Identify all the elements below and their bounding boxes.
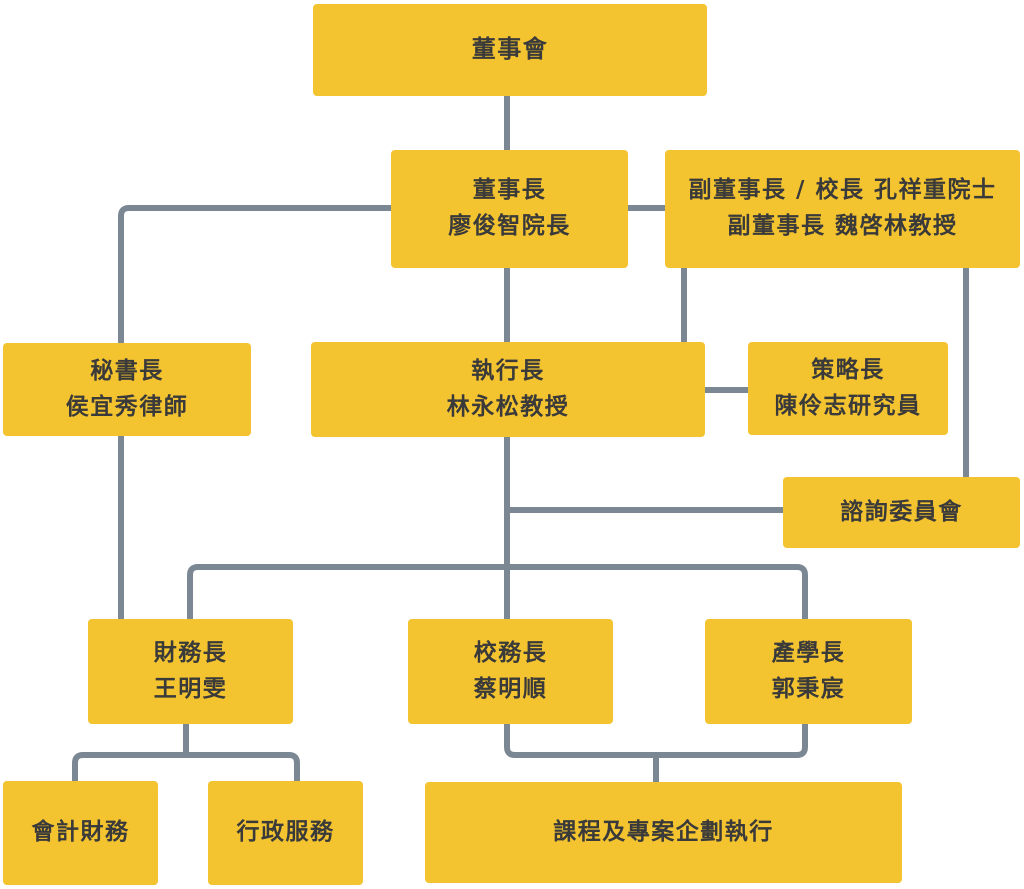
vice-chairman-line2: 副董事長 魏啓林教授 — [727, 213, 958, 239]
node-advisory-committee: 諮詢委員會 — [783, 477, 1020, 548]
node-vice-chairman: 副董事長 / 校長 孔祥重院士 副董事長 魏啓林教授 — [665, 150, 1020, 268]
board-label: 董事會 — [471, 35, 549, 64]
accounting-label: 會計財務 — [31, 819, 130, 846]
ceo-name: 林永松教授 — [446, 393, 570, 420]
node-cfo: 財務長 王明雯 — [88, 619, 293, 724]
node-secretary-general: 秘書長 侯宜秀律師 — [3, 343, 251, 436]
edge-distribution-bar — [187, 564, 808, 619]
cso-name: 陳伶志研究員 — [774, 392, 922, 419]
secretary-title: 秘書長 — [90, 357, 164, 384]
vice-chairman-line1: 副董事長 / 校長 孔祥重院士 — [688, 177, 997, 204]
advisory-label: 諮詢委員會 — [840, 498, 963, 525]
provost-name: 蔡明順 — [473, 675, 548, 702]
node-accounting-finance: 會計財務 — [3, 781, 158, 885]
chairman-name: 廖俊智院長 — [448, 213, 571, 239]
admin-services-label: 行政服務 — [236, 819, 335, 846]
edge-chairman-secretary — [118, 205, 391, 343]
node-cso: 策略長 陳伶志研究員 — [748, 342, 948, 435]
node-ceo: 執行長 林永松教授 — [311, 342, 705, 437]
ceo-title: 執行長 — [471, 357, 545, 384]
cfo-title: 財務長 — [153, 639, 228, 666]
industry-dean-title: 產學長 — [771, 639, 846, 666]
industry-dean-name: 郭秉宸 — [771, 675, 846, 702]
cfo-name: 王明雯 — [153, 675, 228, 702]
chairman-title: 董事長 — [472, 177, 547, 204]
edge-program-bracket — [504, 724, 808, 758]
provost-title: 校務長 — [473, 639, 548, 666]
node-admin-services: 行政服務 — [208, 781, 363, 885]
program-execution-label: 課程及專案企劃執行 — [553, 818, 774, 845]
node-program-execution: 課程及專案企劃執行 — [425, 782, 902, 883]
node-provost: 校務長 蔡明順 — [408, 619, 613, 724]
node-board: 董事會 — [313, 4, 707, 96]
edge-cfo-children — [72, 752, 300, 781]
node-chairman: 董事長 廖俊智院長 — [391, 150, 628, 268]
secretary-name: 侯宜秀律師 — [65, 393, 189, 420]
node-industry-dean: 產學長 郭秉宸 — [705, 619, 912, 724]
cso-title: 策略長 — [811, 356, 885, 383]
